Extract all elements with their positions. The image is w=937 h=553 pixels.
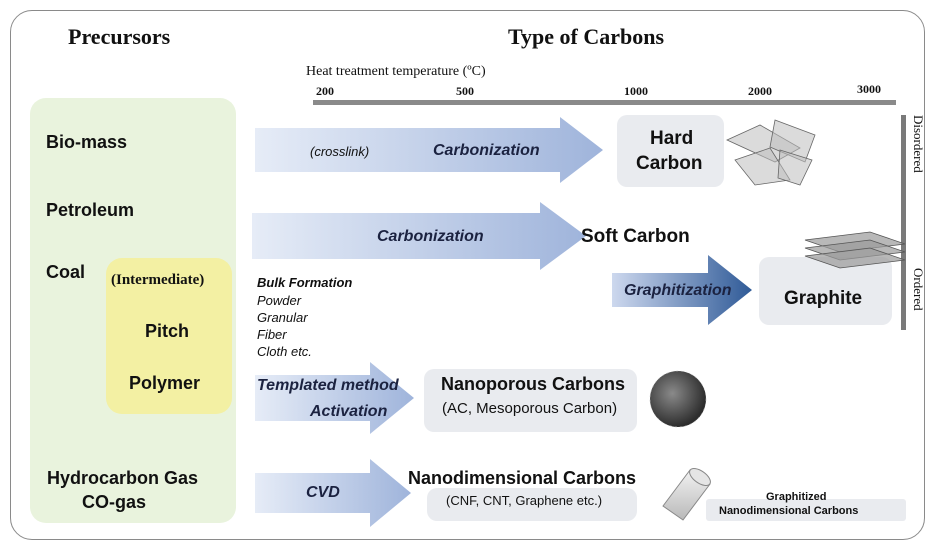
graphite-label: Graphite (784, 288, 863, 309)
nanodim-box (427, 488, 637, 521)
graphite-structure-icon (804, 231, 906, 269)
porous-sphere-icon (650, 371, 706, 427)
precursor-co-gas: CO-gas (82, 492, 147, 512)
hard-carbon-label-line2: Carbon (636, 153, 703, 174)
nanoporous-sub: (AC, Mesoporous Carbon) (442, 400, 618, 417)
temperature-bar (313, 100, 896, 105)
nanotube-icon (662, 468, 711, 521)
nanodim-sub: (CNF, CNT, Graphene etc.) (446, 493, 603, 508)
templated-method-label: Templated method (257, 377, 399, 394)
graphitized-label-line2: Nanodimensional Carbons (719, 505, 859, 517)
cvd-label: CVD (306, 484, 340, 501)
bulk-item: Cloth etc. (257, 344, 312, 359)
carbonization-arrow-1 (255, 117, 603, 183)
tick-2000: 2000 (748, 84, 772, 98)
graphitized-label-line1: Graphitized (766, 491, 827, 503)
tick-200: 200 (316, 84, 334, 98)
diagram-frame (10, 10, 925, 540)
carbonization-label-2: Carbonization (377, 228, 484, 245)
precursor-pitch: Pitch (145, 321, 190, 341)
hard-carbon-label-line1: Hard (650, 128, 694, 149)
nanodim-label: Nanodimensional Carbons (408, 468, 637, 488)
hard-carbon-structure-icon (726, 119, 816, 186)
hard-carbon-box (617, 115, 724, 187)
graphitization-label: Graphitization (624, 282, 732, 299)
ordered-label: Ordered (911, 268, 926, 311)
nanoporous-box (424, 369, 637, 432)
precursor-coal: Coal (46, 262, 86, 282)
tick-3000: 3000 (857, 82, 881, 96)
bulk-item: Powder (257, 293, 302, 308)
activation-label: Activation (310, 403, 388, 420)
soft-carbon-label: Soft Carbon (581, 226, 690, 247)
bulk-formation-title: Bulk Formation (257, 275, 353, 290)
intermediate-label: (Intermediate) (111, 272, 205, 288)
bulk-item: Fiber (257, 327, 287, 342)
types-header: Type of Carbons (508, 24, 665, 49)
scale-label: Heat treatment temperature (ºC) (306, 64, 486, 79)
tick-500: 500 (456, 84, 474, 98)
cvd-arrow (255, 459, 411, 527)
crosslink-label: (crosslink) (310, 144, 370, 159)
order-bar (901, 115, 906, 330)
templated-arrow (255, 362, 414, 434)
tick-1000: 1000 (624, 84, 648, 98)
graphitized-box (706, 499, 906, 521)
precursor-biomass: Bio-mass (46, 132, 128, 152)
graphitization-arrow (612, 255, 752, 325)
nanoporous-label: Nanoporous Carbons (441, 374, 626, 394)
carbonization-label-1: Carbonization (433, 142, 540, 159)
precursor-petroleum: Petroleum (46, 200, 135, 220)
disordered-label: Disordered (911, 115, 926, 173)
precursor-polymer: Polymer (129, 373, 201, 393)
precursor-hydrocarbon-gas: Hydrocarbon Gas (47, 468, 199, 488)
precursors-header: Precursors (68, 24, 171, 49)
carbonization-arrow-2 (252, 202, 586, 270)
graphite-box (759, 257, 892, 325)
intermediate-panel (106, 258, 232, 414)
bulk-item: Granular (257, 310, 308, 325)
